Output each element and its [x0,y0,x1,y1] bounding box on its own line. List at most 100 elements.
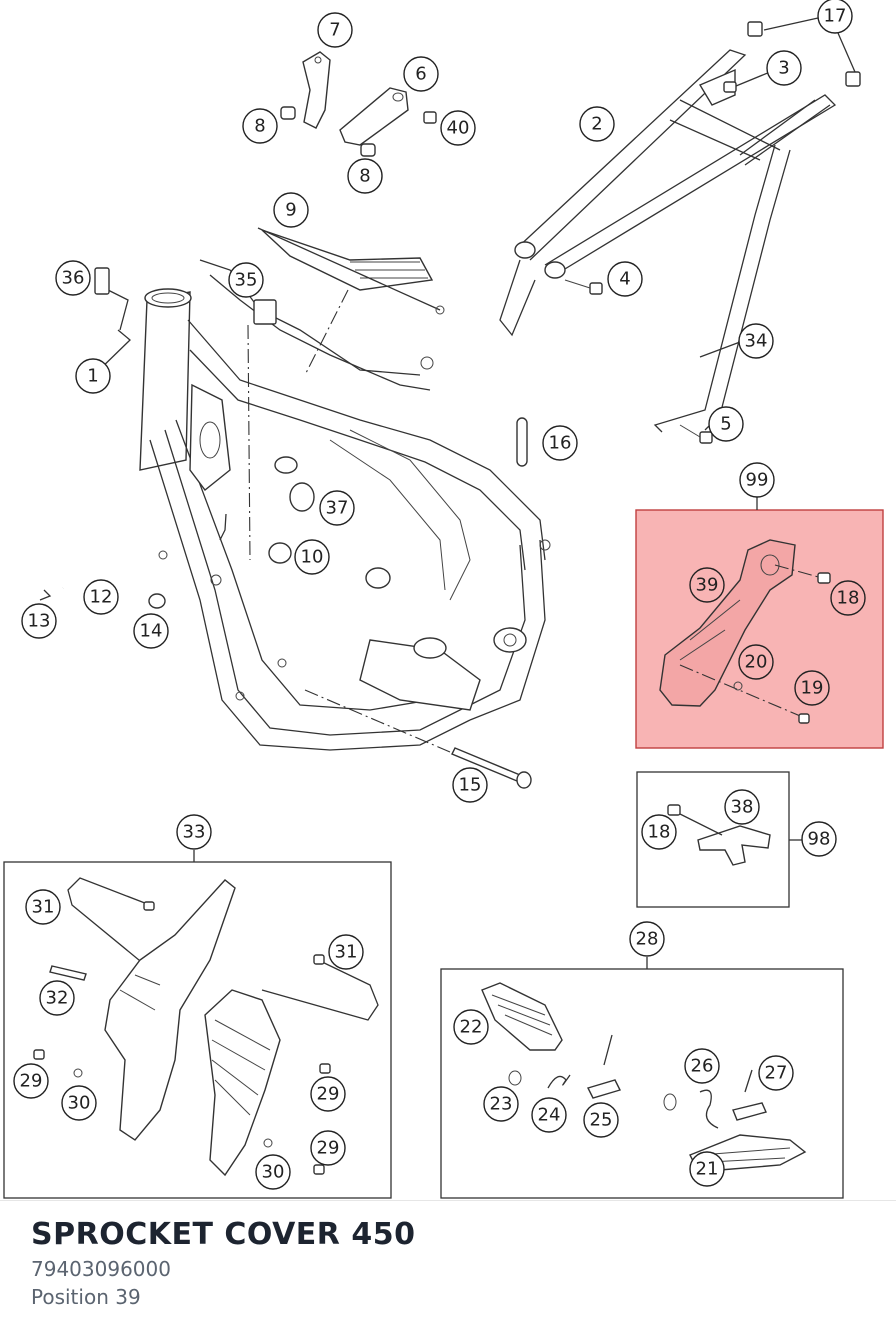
svg-text:99: 99 [746,470,769,491]
part-2-subframe[interactable] [499,49,837,433]
svg-text:29: 29 [317,1084,340,1105]
callout-37[interactable]: 37 [319,490,355,526]
part-24-spring[interactable] [547,1074,571,1089]
callout-12[interactable]: 12 [83,579,119,615]
callout-39[interactable]: 39 [689,567,725,603]
callout-13[interactable]: 13 [21,603,57,639]
callout-9[interactable]: 9 [273,192,309,228]
svg-text:27: 27 [765,1063,788,1084]
callout-5[interactable]: 5 [708,406,744,442]
callout-36[interactable]: 36 [55,260,91,296]
part-39-sprocket-cover[interactable] [659,539,796,707]
part-number: 79403096000 [31,1257,171,1281]
callout-27[interactable]: 27 [758,1055,794,1091]
svg-text:33: 33 [183,822,206,843]
part-title: SPROCKET COVER 450 [31,1217,416,1252]
callout-29-right-bottom[interactable]: 29 [310,1130,346,1166]
part-9-skid-guard[interactable] [257,227,445,315]
svg-text:32: 32 [46,988,69,1009]
svg-text:29: 29 [317,1138,340,1159]
callout-14[interactable]: 14 [133,613,169,649]
callout-24[interactable]: 24 [531,1097,567,1133]
callout-99[interactable]: 99 [739,462,775,498]
part-5-bolt[interactable] [679,424,713,444]
callout-34[interactable]: 34 [738,323,774,359]
callout-32[interactable]: 32 [39,980,75,1016]
callout-23[interactable]: 23 [483,1086,519,1122]
svg-text:3: 3 [778,58,789,79]
part-12-hose[interactable] [62,564,130,590]
callout-3[interactable]: 3 [766,50,802,86]
callout-6[interactable]: 6 [403,56,439,92]
part-7-bracket[interactable] [302,51,331,129]
callout-98[interactable]: 98 [801,821,837,857]
callout-21[interactable]: 21 [689,1151,725,1187]
callout-10[interactable]: 10 [294,539,330,575]
callout-22[interactable]: 22 [453,1009,489,1045]
callout-15[interactable]: 15 [452,767,488,803]
callout-8-top[interactable]: 8 [242,108,278,144]
svg-text:18: 18 [648,822,671,843]
part-13-clip[interactable] [39,589,52,601]
svg-text:35: 35 [235,270,258,291]
part-35-clip[interactable] [253,299,277,325]
svg-text:36: 36 [62,268,85,289]
callout-30-left[interactable]: 30 [61,1085,97,1121]
callout-18-highlight[interactable]: 18 [830,580,866,616]
callout-1[interactable]: 1 [75,358,111,394]
callout-40[interactable]: 40 [440,110,476,146]
svg-text:4: 4 [619,269,630,290]
callout-29-right-top[interactable]: 29 [310,1076,346,1112]
part-40-nut[interactable] [423,111,437,124]
part-36-clip[interactable] [94,267,110,295]
part-8-bolts[interactable] [280,106,376,157]
callout-25[interactable]: 25 [583,1102,619,1138]
callout-4[interactable]: 4 [607,261,643,297]
part-4-bolt[interactable] [564,279,603,295]
callout-17[interactable]: 17 [817,0,853,34]
callout-31-right[interactable]: 31 [328,934,364,970]
callout-38[interactable]: 38 [724,789,760,825]
svg-text:7: 7 [329,20,340,41]
callout-31-left[interactable]: 31 [25,889,61,925]
part-27-pin[interactable] [744,1069,753,1093]
part-16-plate[interactable] [516,417,528,467]
part-25-pin[interactable] [587,1079,621,1099]
callout-19[interactable]: 19 [794,670,830,706]
svg-text:21: 21 [696,1159,719,1180]
part-3-bolt[interactable] [723,81,737,93]
svg-text:20: 20 [745,652,768,673]
svg-text:30: 30 [262,1162,285,1183]
part-26-spring[interactable] [699,1089,719,1129]
part-15-axle-bolt[interactable] [451,747,532,789]
svg-text:18: 18 [837,588,860,609]
part-10-bushing[interactable] [268,456,298,564]
part-6-bracket[interactable] [339,87,409,146]
svg-text:26: 26 [691,1056,714,1077]
callout-2[interactable]: 2 [579,106,615,142]
callout-26[interactable]: 26 [684,1048,720,1084]
part-37-clamp[interactable] [289,482,315,512]
callout-18-box98[interactable]: 18 [641,814,677,850]
callout-33[interactable]: 33 [176,814,212,850]
svg-text:2: 2 [591,114,602,135]
callout-29-left[interactable]: 29 [13,1063,49,1099]
callout-28[interactable]: 28 [629,921,665,957]
svg-text:22: 22 [460,1017,483,1038]
svg-text:98: 98 [808,829,831,850]
highlight-group-99[interactable] [635,497,884,749]
part-23-washer[interactable] [508,1070,522,1086]
callout-20[interactable]: 20 [738,644,774,680]
svg-text:23: 23 [490,1094,513,1115]
callout-8-bottom[interactable]: 8 [347,158,383,194]
callout-30-right[interactable]: 30 [255,1154,291,1190]
svg-text:8: 8 [359,166,370,187]
part-14-nut[interactable] [148,593,166,609]
callout-7[interactable]: 7 [317,12,353,48]
part-info-footer: SPROCKET COVER 450 79403096000 Position … [0,1200,896,1336]
callout-35[interactable]: 35 [228,262,264,298]
svg-text:40: 40 [447,118,470,139]
part-17-caps[interactable] [747,21,861,87]
callout-16[interactable]: 16 [542,425,578,461]
part-22-footpeg-left[interactable] [481,982,563,1051]
